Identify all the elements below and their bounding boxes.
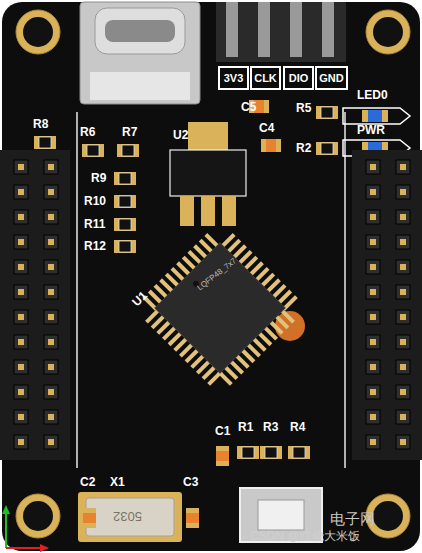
part-label: R10 xyxy=(84,195,106,207)
watermark: 电子网 xyxy=(330,511,375,526)
part-label: R3 xyxy=(263,421,278,433)
part-label: R9 xyxy=(91,172,106,184)
part-label: PWR xyxy=(357,124,385,136)
pin-label-box: DIO xyxy=(283,66,314,90)
part-label: R2 xyxy=(296,142,311,154)
part-label: C1 xyxy=(215,425,230,437)
part-label: C3 xyxy=(183,476,198,488)
part-label: R11 xyxy=(84,218,105,230)
part-label: U2 xyxy=(173,129,188,141)
part-label: R8 xyxy=(33,118,48,130)
part-label: R6 xyxy=(80,126,95,138)
part-label: C5 xyxy=(241,101,256,113)
watermark: CSDN @红烧大米饭 xyxy=(250,530,360,542)
crystal-marking: 5032 xyxy=(113,510,142,523)
part-label: R4 xyxy=(290,421,305,433)
pin-name: GND xyxy=(319,73,343,84)
part-label: C2 xyxy=(80,476,95,488)
part-label: X1 xyxy=(110,476,125,488)
pin-name: CLK xyxy=(254,73,277,84)
part-label: R1 xyxy=(238,421,253,433)
part-label: R7 xyxy=(122,126,137,138)
pin-label-box: GND xyxy=(315,66,348,90)
part-label: R5 xyxy=(296,102,311,114)
part-label: C4 xyxy=(259,122,274,134)
pin-name: 3V3 xyxy=(224,73,244,84)
pin-label-box: CLK xyxy=(250,66,281,90)
part-label: LED0 xyxy=(357,89,388,101)
pin-name: DIO xyxy=(289,73,309,84)
part-label: R12 xyxy=(84,240,106,252)
pin-label-box: 3V3 xyxy=(218,66,249,90)
